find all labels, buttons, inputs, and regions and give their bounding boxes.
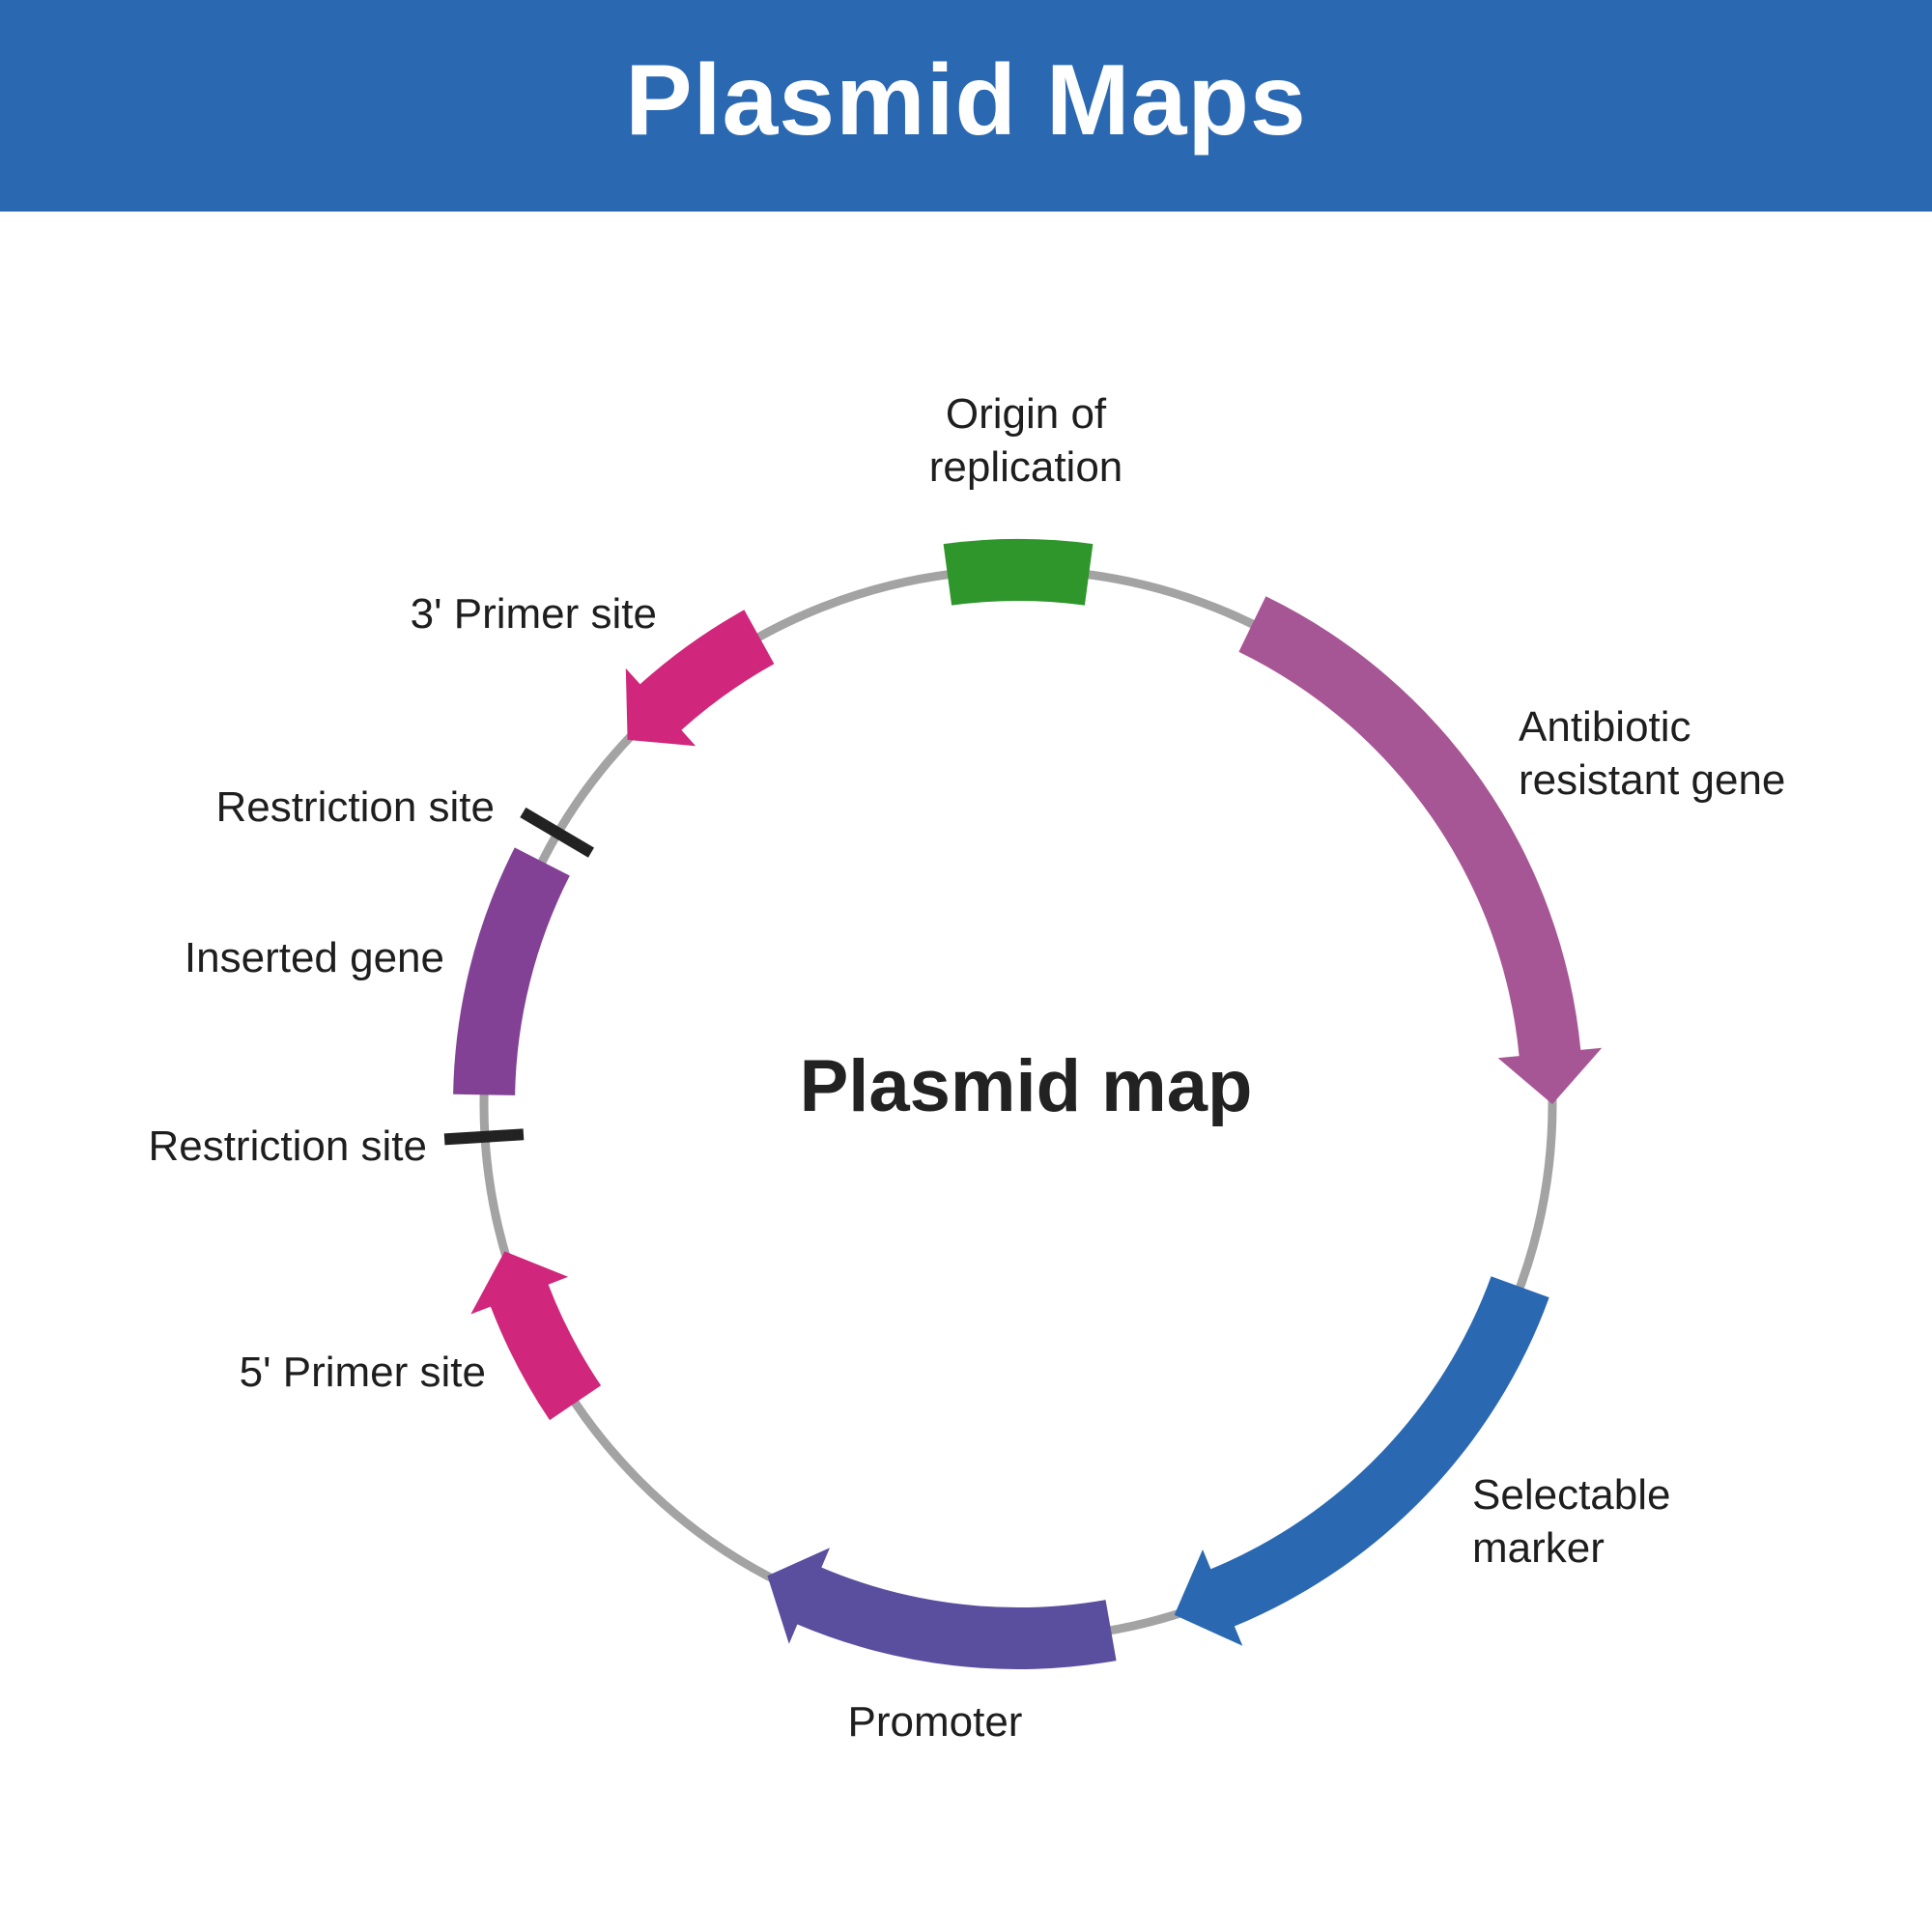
- feature-restriction1-tick: [520, 807, 595, 858]
- feature-primer3-arrow: [625, 610, 775, 747]
- label-antibiotic-line2: resistant gene: [1519, 756, 1785, 804]
- label-antibiotic-line1: Antibiotic: [1519, 703, 1691, 751]
- feature-promoter-arrow: [767, 1548, 1117, 1669]
- label-inserted-gene: Inserted gene: [185, 934, 444, 981]
- label-restriction-site-lower: Restriction site: [148, 1122, 427, 1170]
- label-restriction-site-upper: Restriction site: [215, 783, 495, 831]
- feature-inserted-block: [453, 847, 570, 1095]
- feature-primer5-arrow: [470, 1251, 602, 1421]
- feature-origin-block: [943, 538, 1094, 606]
- feature-antibiotic-arrow: [1238, 596, 1603, 1104]
- label-origin-line1: Origin of: [946, 390, 1107, 438]
- label-promoter: Promoter: [848, 1698, 1023, 1746]
- feature-selectable-arrow: [1174, 1276, 1549, 1646]
- header-banner: Plasmid Maps: [0, 0, 1932, 212]
- label-selectable-line1: Selectable: [1472, 1471, 1670, 1519]
- center-label: Plasmid map: [800, 1045, 1253, 1127]
- label-origin-line2: replication: [929, 443, 1123, 491]
- page-title: Plasmid Maps: [625, 44, 1307, 156]
- label-5-primer: 5' Primer site: [240, 1349, 486, 1396]
- label-3-primer: 3' Primer site: [411, 590, 657, 638]
- label-selectable-line2: marker: [1472, 1524, 1605, 1572]
- feature-restriction2-tick: [443, 1128, 525, 1146]
